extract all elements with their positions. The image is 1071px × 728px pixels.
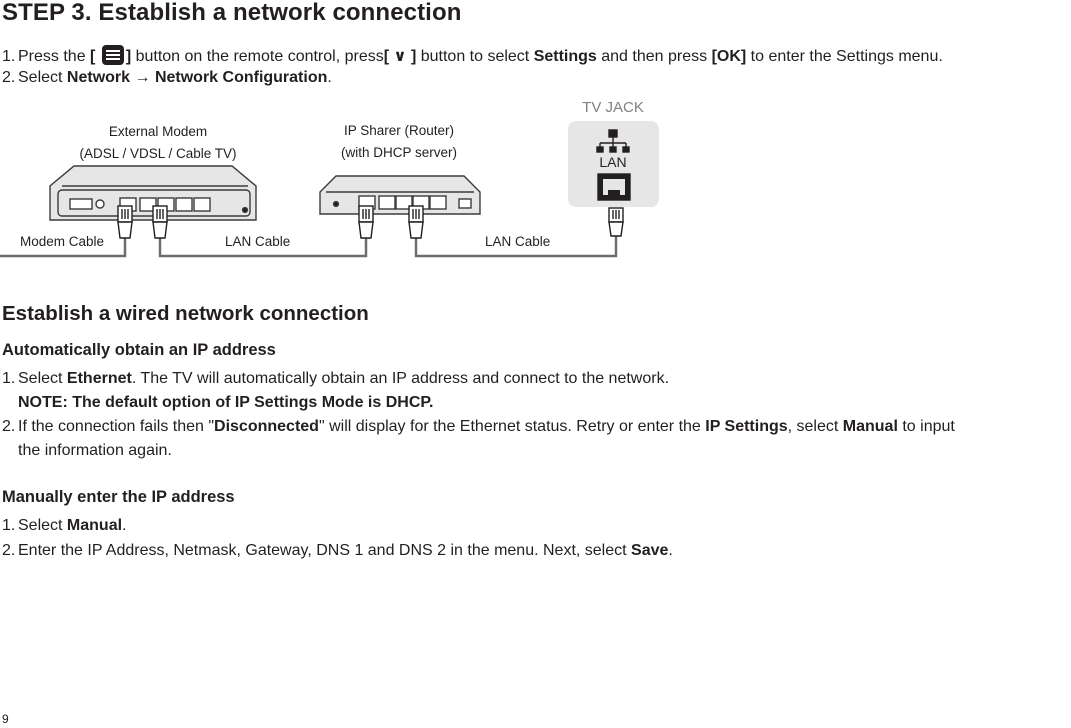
router-device xyxy=(319,175,481,215)
tv-lan-port xyxy=(597,173,631,201)
lan-label: LAN xyxy=(599,154,627,170)
step-item-1: 1.Press the [ ] button on the remote con… xyxy=(2,44,943,68)
modem-sublabel: (ADSL / VDSL / Cable TV) xyxy=(79,146,237,161)
network-diagram xyxy=(0,129,631,258)
auto-item-2: 2.If the connection fails then "Disconne… xyxy=(2,418,955,435)
section-heading: Establish a wired network connection xyxy=(2,302,369,325)
lan-network-icon xyxy=(596,129,630,153)
auto-item-2-continuation: the information again. xyxy=(18,442,172,459)
auto-item-1: 1.Select Ethernet. The TV will automatic… xyxy=(2,370,670,387)
auto-ip-heading: Automatically obtain an IP address xyxy=(2,341,276,359)
step-item-2: 2.Select Network → Network Configuration… xyxy=(2,69,332,86)
manual-item-1: 1.Select Manual. xyxy=(2,517,127,534)
lan-cable-label-1: LAN Cable xyxy=(225,234,291,249)
manual-ip-heading: Manually enter the IP address xyxy=(2,488,235,506)
cables xyxy=(0,236,618,258)
router-label: IP Sharer (Router) xyxy=(343,123,455,138)
lan-cable-label-2: LAN Cable xyxy=(485,234,551,249)
page-title: STEP 3. Establish a network connection xyxy=(2,0,462,26)
rj45-plug xyxy=(117,205,624,239)
tv-jack-title: TV JACK xyxy=(582,99,644,116)
router-sublabel: (with DHCP server) xyxy=(340,145,458,160)
page-number: 9 xyxy=(2,712,9,726)
modem-label: External Modem xyxy=(108,124,208,139)
modem-cable-label: Modem Cable xyxy=(20,234,105,249)
manual-item-2: 2.Enter the IP Address, Netmask, Gateway… xyxy=(2,542,673,559)
modem-device xyxy=(49,165,257,221)
menu-icon xyxy=(101,45,124,65)
dhcp-note: NOTE: The default option of IP Settings … xyxy=(18,394,434,411)
